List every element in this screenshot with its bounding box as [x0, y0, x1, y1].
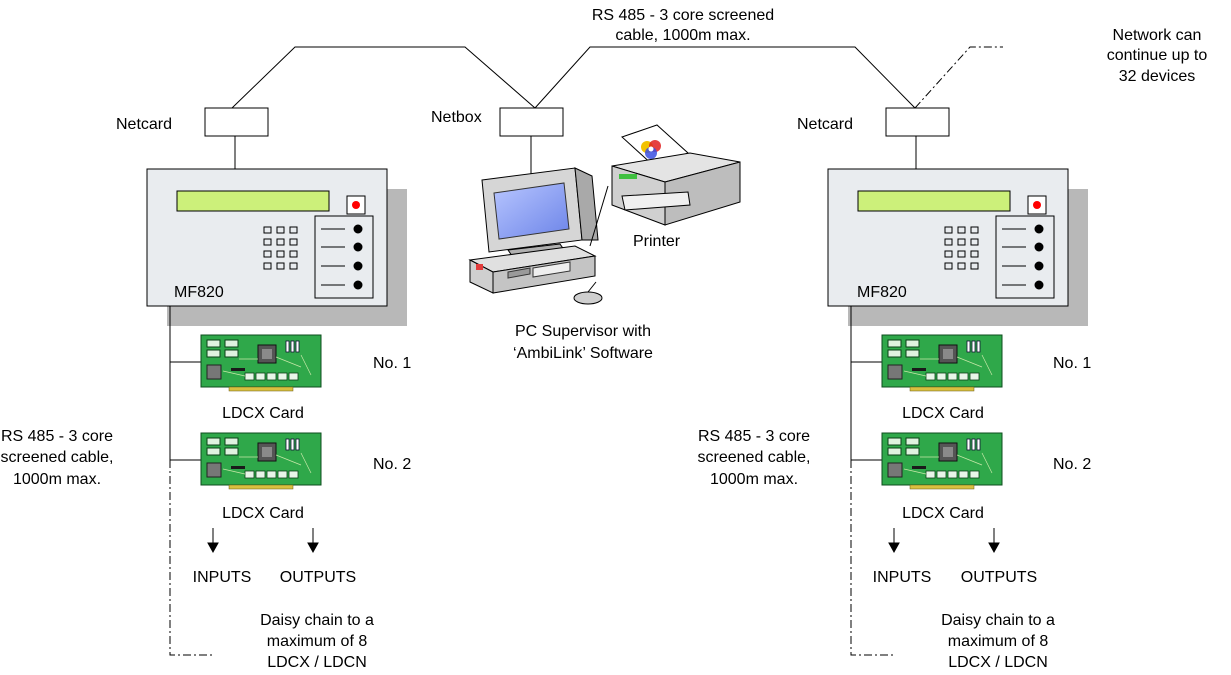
network-cable-label-1: RS 485 - 3 core screened	[592, 7, 774, 24]
inputs-left-label: INPUTS	[193, 569, 252, 586]
pc-computer	[468, 167, 609, 305]
ldcx-card-left-2	[200, 432, 322, 490]
card-right-1-number: No. 1	[1053, 355, 1091, 372]
inputs-right-label: INPUTS	[873, 569, 932, 586]
printer	[611, 124, 741, 226]
pc-label-2: ‘AmbiLink’ Software	[513, 345, 653, 362]
bus-left-label-3: 1000m max.	[13, 471, 101, 488]
mf820-right-label: MF820	[857, 284, 907, 301]
bus-left-label-1: RS 485 - 3 core	[1, 428, 113, 445]
network-cable-label-2: cable, 1000m max.	[615, 27, 750, 44]
daisy-left-label-3: LDCX / LDCN	[267, 654, 367, 671]
bus-right-label-3: 1000m max.	[710, 471, 798, 488]
card-right-2-number: No. 2	[1053, 456, 1091, 473]
card-left-2-number: No. 2	[373, 456, 411, 473]
netbox	[499, 107, 564, 137]
outputs-left-label: OUTPUTS	[280, 569, 356, 586]
netcard-left-label: Netcard	[116, 116, 172, 133]
netcard-right-label: Netcard	[797, 116, 853, 133]
card-right-1-label: LDCX Card	[902, 405, 984, 422]
bus-right-label-1: RS 485 - 3 core	[698, 428, 810, 445]
card-right-2-label: LDCX Card	[902, 505, 984, 522]
ldcx-card-left-1	[200, 334, 322, 392]
pc-label-1: PC Supervisor with	[515, 323, 651, 340]
daisy-left-label-1: Daisy chain to a	[260, 612, 374, 629]
mf820-left-label: MF820	[174, 284, 224, 301]
netcard-right	[885, 107, 950, 137]
daisy-right-label-1: Daisy chain to a	[941, 612, 1055, 629]
netbox-label: Netbox	[431, 109, 482, 126]
network-continuation	[914, 46, 1003, 109]
network-continue-label-2: continue up to	[1107, 47, 1208, 64]
card-left-1-label: LDCX Card	[222, 405, 304, 422]
daisy-right-label-3: LDCX / LDCN	[948, 654, 1048, 671]
netcard-left	[204, 107, 269, 137]
daisy-left-label-2: maximum of 8	[267, 633, 368, 650]
bus-right	[850, 306, 894, 656]
network-continue-label-3: 32 devices	[1119, 68, 1196, 85]
mf820-panel-right	[827, 168, 1089, 327]
outputs-right-label: OUTPUTS	[961, 569, 1037, 586]
network-continue-label-1: Network can	[1113, 27, 1202, 44]
card-left-1-number: No. 1	[373, 355, 411, 372]
bus-left	[169, 306, 213, 656]
ldcx-card-right-1	[881, 334, 1003, 392]
printer-label: Printer	[633, 233, 681, 250]
network-cable	[231, 46, 916, 109]
bus-left-label-2: screened cable,	[1, 449, 114, 466]
ldcx-card-right-2	[881, 432, 1003, 490]
io-arrows	[207, 528, 1000, 554]
mf820-panel-left	[146, 168, 408, 327]
daisy-right-label-2: maximum of 8	[948, 633, 1049, 650]
bus-right-label-2: screened cable,	[698, 449, 811, 466]
card-left-2-label: LDCX Card	[222, 505, 304, 522]
